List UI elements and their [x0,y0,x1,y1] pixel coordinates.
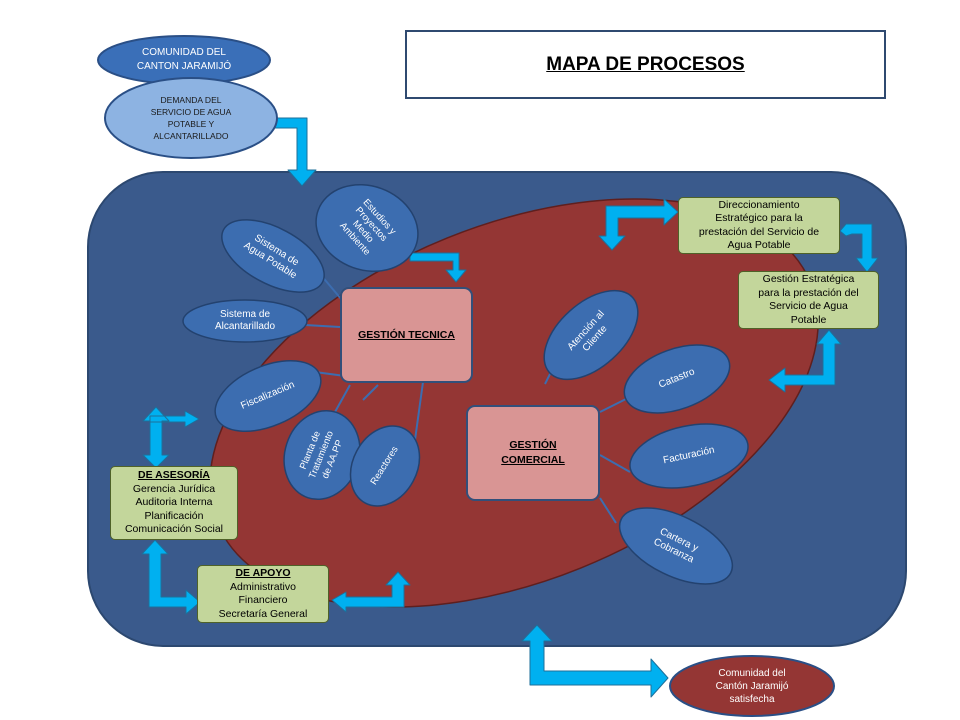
customer-service-oval [543,289,639,381]
support-box: DE APOYO Administrativo Financiero Secre… [197,565,329,623]
water-system-oval [221,219,325,293]
studies-oval [315,183,419,273]
sewer-system-oval [182,299,308,343]
collections-oval [618,507,734,585]
demand-label: DEMANDA DEL SERVICIO DE AGUA POTABLE Y A… [150,95,232,141]
strategic-bottom-arrow [768,329,842,393]
support-technical-arrow [331,571,411,613]
strategic-top-arrow [598,198,679,251]
support-header: DE APOYO [235,567,291,579]
sewer-system-label: Sistema de Alcantarillado [214,309,276,332]
satisfied-community-label: Comunidad del Cantón Jaramijó satisfecha [715,667,789,705]
output-arrow [521,624,669,698]
page-title: MAPA DE PROCESOS [546,53,745,75]
input-arrow [264,117,317,187]
technical-management-box: GESTIÓN TECNICA [340,287,473,383]
reactors-oval [349,425,421,507]
oversight-oval [214,360,322,432]
advisory-box: DE ASESORÍA Gerencia Jurídica Auditoria … [110,466,238,540]
commercial-management-label: GESTIÓN [509,439,557,451]
advisory-header: DE ASESORÍA [138,469,210,482]
demand-oval [104,77,278,159]
satisfied-community-oval [669,655,835,717]
community-label: COMUNIDAD DEL CANTON JARAMIJÓ [136,47,232,72]
commercial-management-box: GESTIÓN COMERCIAL [466,405,600,501]
strategic-direction-box: Direccionamiento Estratégico para la pre… [678,197,840,254]
cadastre-oval [623,344,731,414]
billing-oval [629,423,749,489]
strategic-management-box: Gestión Estratégica para la prestación d… [738,271,879,329]
title-box: MAPA DE PROCESOS [405,30,886,99]
studies-arrow [409,252,467,283]
technical-management-label: GESTIÓN TECNICA [358,328,455,341]
